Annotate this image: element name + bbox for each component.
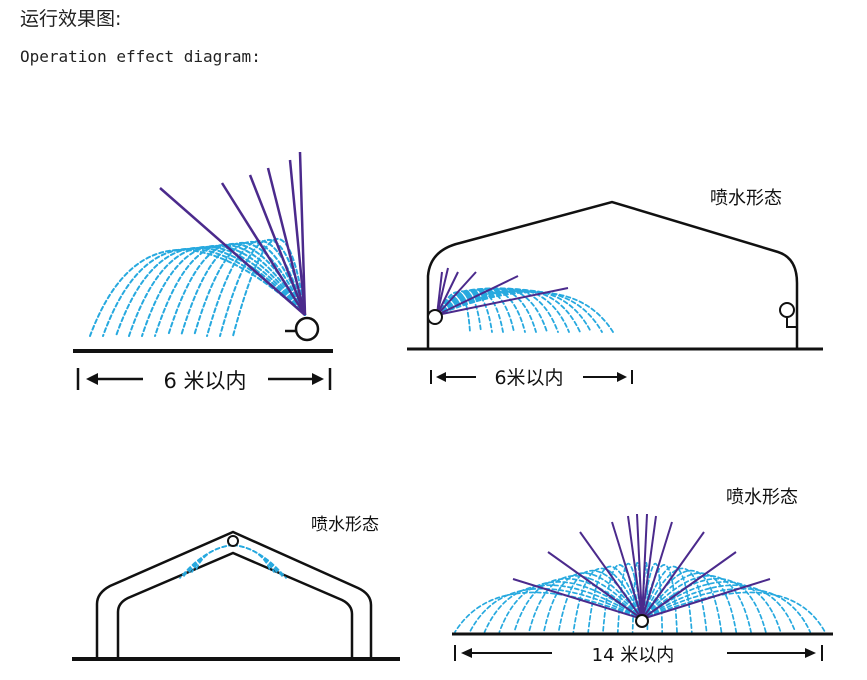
water-arc xyxy=(641,577,767,633)
nozzle-lines xyxy=(436,267,569,316)
arrowhead-left xyxy=(461,648,472,658)
nozzle-line xyxy=(641,578,771,620)
water-arc xyxy=(572,567,643,633)
caption: 喷水形态 xyxy=(710,188,782,209)
nozzle-line xyxy=(298,151,307,316)
water-arc xyxy=(141,245,306,337)
sprinkler-nozzle xyxy=(294,316,320,342)
nozzle-line xyxy=(579,531,643,620)
nozzle-line xyxy=(641,515,657,620)
water-arc xyxy=(641,567,708,633)
panel-bottom-right: 14 米以内 喷水形态 xyxy=(452,487,833,666)
water-arc xyxy=(542,572,643,633)
caption: 喷水形态 xyxy=(726,487,798,508)
sprinkler-nozzle-left xyxy=(427,309,443,325)
nozzle-line xyxy=(436,267,449,316)
spray-arcs xyxy=(179,544,287,579)
arrowhead-left xyxy=(86,373,98,385)
nozzle-line xyxy=(436,275,519,316)
water-arc xyxy=(641,572,738,633)
nozzle-line xyxy=(627,515,643,620)
nozzle-line xyxy=(220,182,307,316)
distance-label: 6米以内 xyxy=(494,367,563,389)
caption: 喷水形态 xyxy=(311,515,379,535)
panel-top-left: 6 米以内 xyxy=(73,151,333,393)
nozzle-line xyxy=(436,271,459,316)
distance-label: 6 米以内 xyxy=(163,369,246,393)
nozzle-line xyxy=(266,167,307,316)
panel-top-right: 6米以内 喷水形态 xyxy=(407,188,823,389)
arrowhead-right xyxy=(805,648,816,658)
nozzle-line xyxy=(547,551,643,620)
greenhouse-outer xyxy=(95,530,373,659)
nozzle-line xyxy=(159,187,306,316)
nozzle-line xyxy=(248,174,307,316)
water-arc xyxy=(641,575,752,633)
nozzle-line xyxy=(512,578,643,620)
sprinkler-bracket xyxy=(786,317,796,328)
nozzle-lines xyxy=(512,513,771,620)
water-arc xyxy=(641,591,826,633)
sprinkler-nozzle-right xyxy=(779,302,795,318)
sprinkler-nozzle xyxy=(635,614,649,628)
nozzle-line xyxy=(641,531,705,620)
greenhouse-inner xyxy=(116,551,354,659)
water-arc xyxy=(528,575,643,633)
water-arc xyxy=(180,241,306,337)
page-title-cn: 运行效果图: xyxy=(20,8,122,30)
sprinkler-nozzle xyxy=(227,535,239,547)
water-arc xyxy=(641,587,812,633)
panel-bottom-left: 喷水形态 xyxy=(72,515,400,661)
nozzle-line xyxy=(436,287,569,316)
nozzle-line xyxy=(641,513,648,620)
water-arc xyxy=(128,246,306,337)
water-arc xyxy=(206,239,306,337)
arrowhead-right xyxy=(312,373,324,385)
water-arc xyxy=(115,247,306,337)
water-arc xyxy=(154,243,306,337)
water-arc xyxy=(436,287,537,333)
nozzle-line xyxy=(641,551,737,620)
distance-label: 14 米以内 xyxy=(592,645,675,666)
arrowhead-right xyxy=(617,372,627,382)
nozzle-line xyxy=(436,271,477,316)
water-arc xyxy=(468,587,643,633)
water-arc xyxy=(195,544,234,571)
nozzle-lines xyxy=(159,151,307,316)
nozzle-line xyxy=(288,159,307,316)
water-arc xyxy=(232,544,271,571)
water-arc xyxy=(641,565,693,633)
page-title-en: Operation effect diagram: xyxy=(20,47,261,66)
water-arc xyxy=(193,240,306,337)
greenhouse-outline xyxy=(426,200,799,349)
nozzle-line xyxy=(641,521,673,620)
water-arc xyxy=(587,565,643,633)
nozzle-line xyxy=(611,521,643,620)
water-arc xyxy=(641,584,797,633)
arrowhead-left xyxy=(436,372,446,382)
nozzle-line xyxy=(636,513,643,620)
